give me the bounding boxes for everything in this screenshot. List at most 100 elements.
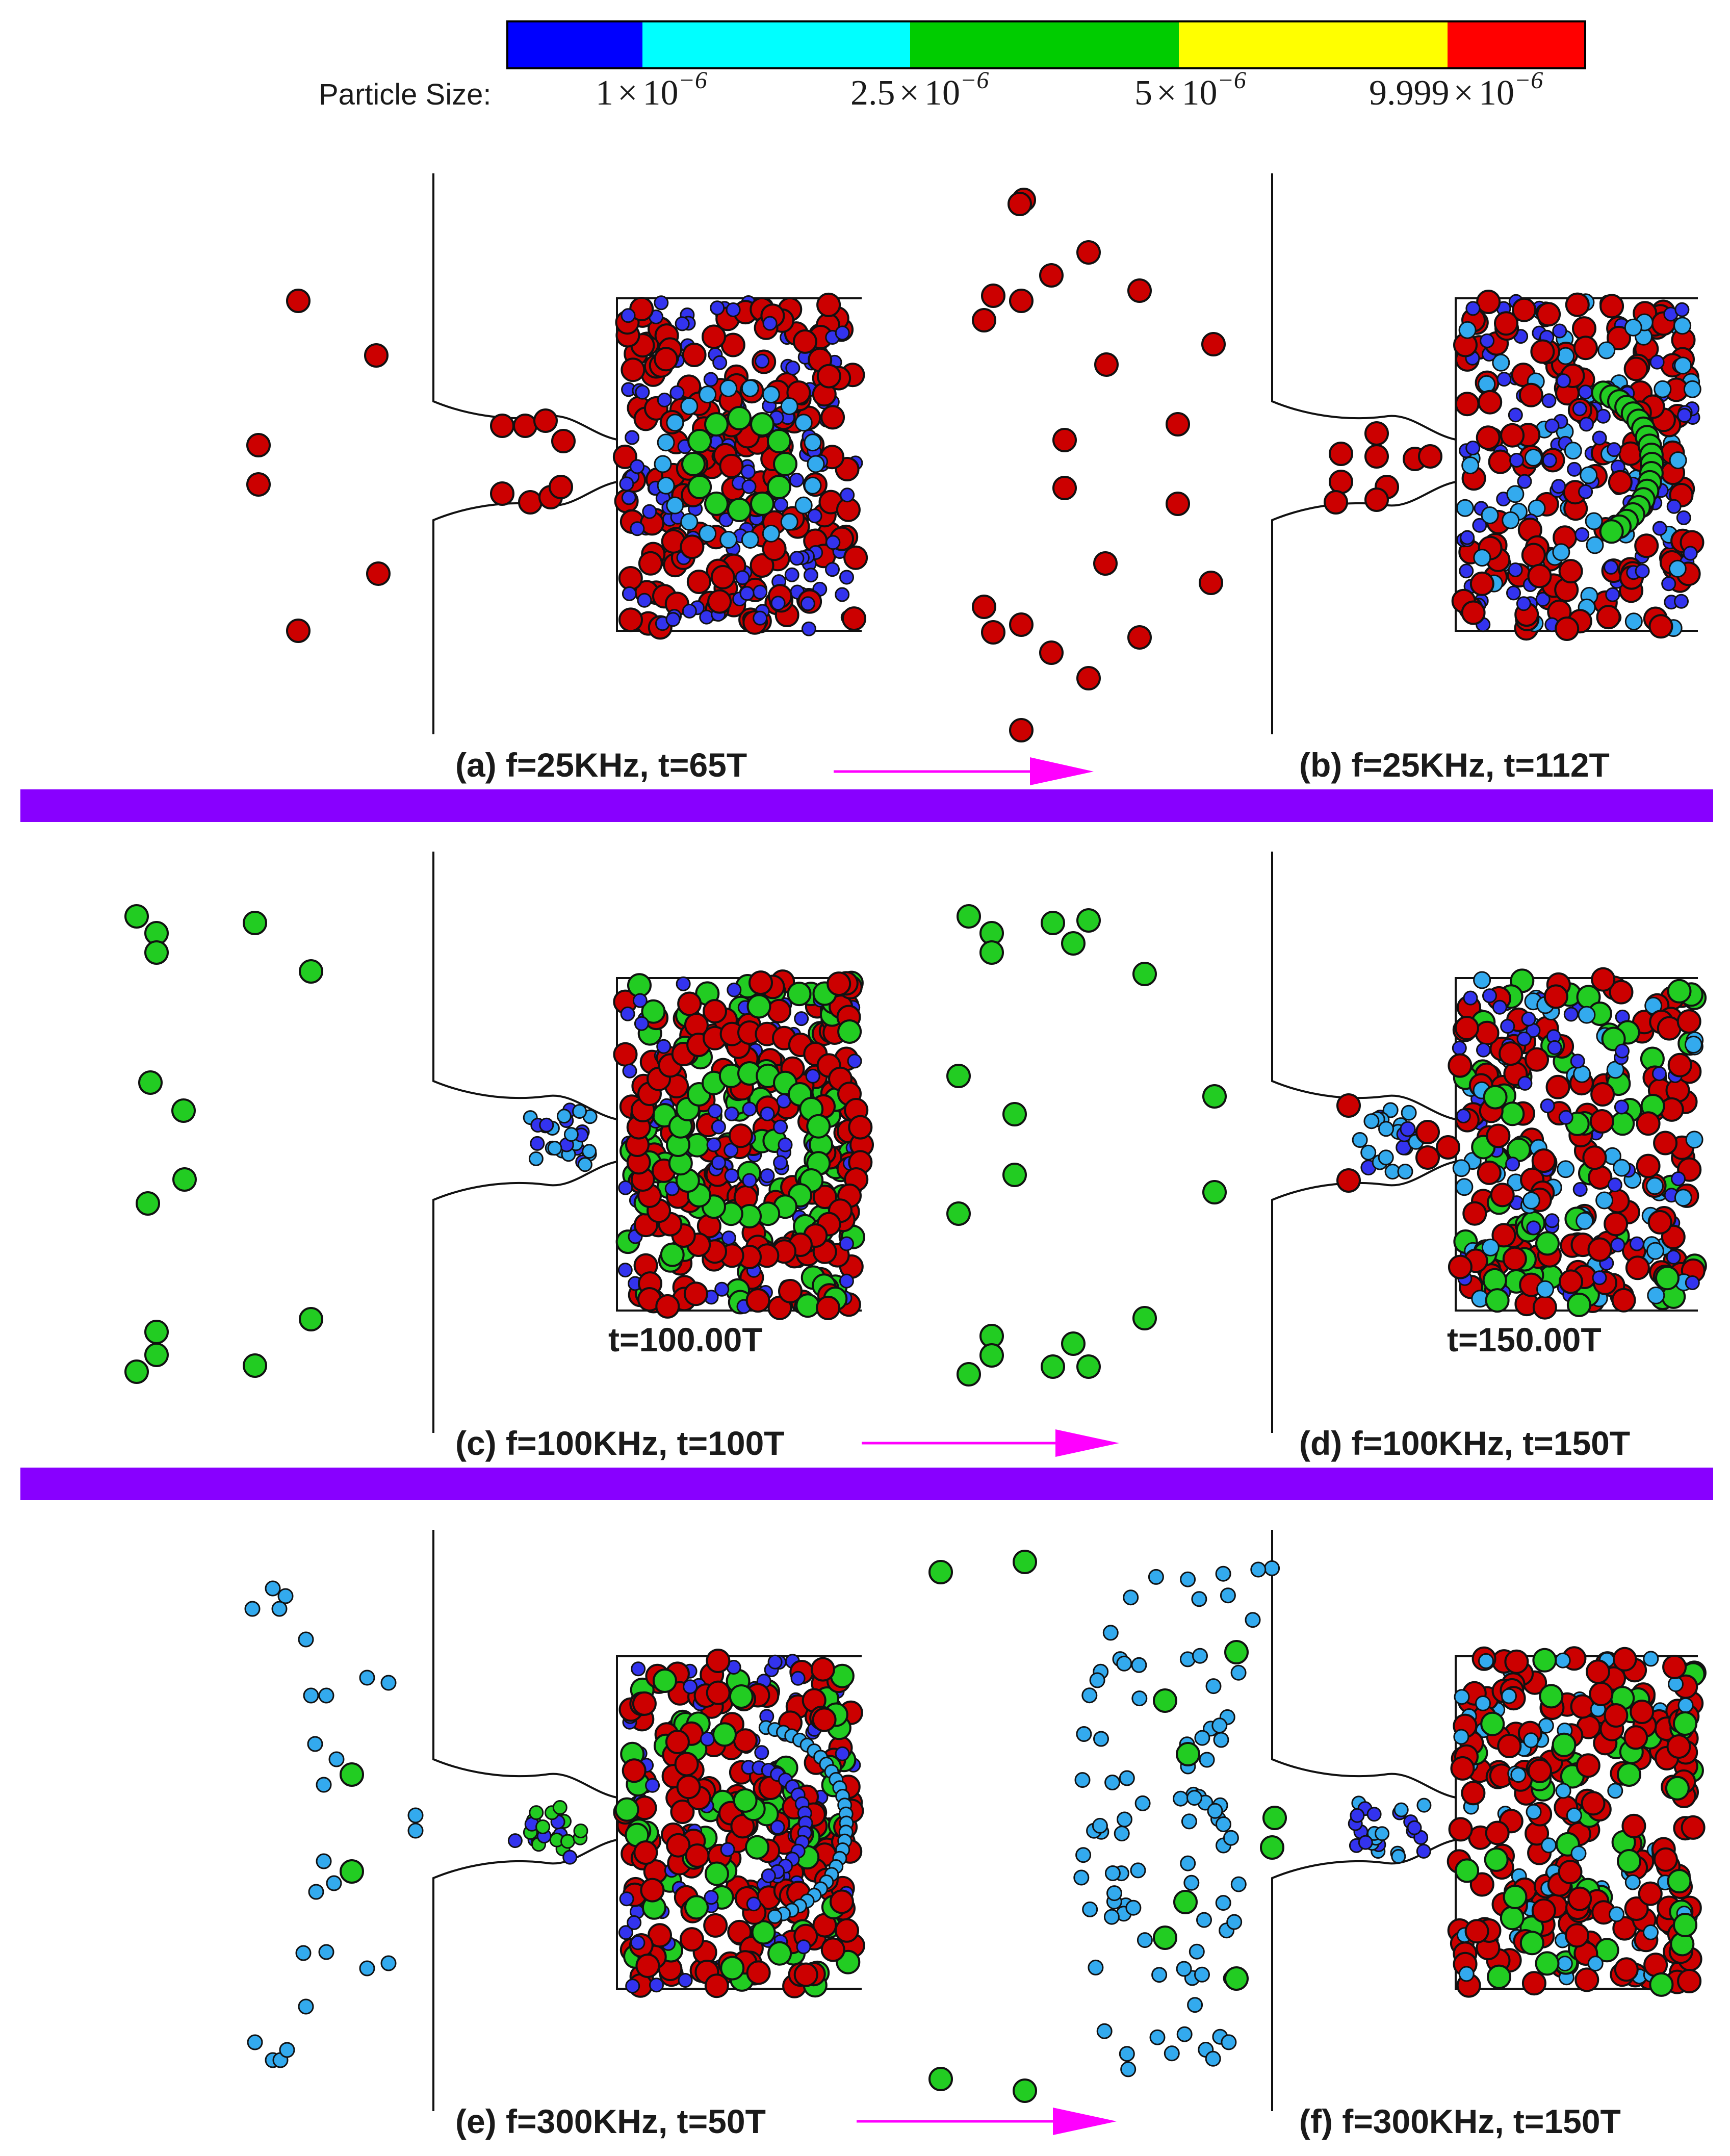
particle-neck-e <box>529 1805 544 1820</box>
particle-red <box>981 284 1005 308</box>
particle-chamber-f <box>1555 1652 1571 1669</box>
particle-chamber-d <box>1490 1183 1515 1208</box>
particle-cyan <box>1220 1587 1236 1604</box>
particle-cyan <box>1213 1732 1229 1748</box>
particle-cyan <box>1096 2023 1113 2039</box>
particle-chamber-a <box>840 487 855 503</box>
particle-cyan <box>1245 1612 1261 1628</box>
particle-chamber-a <box>618 607 643 632</box>
particle-green-ring <box>687 475 712 499</box>
particle-cyan-ring <box>767 1909 783 1924</box>
particle-chamber-a <box>816 292 841 317</box>
particle-cyan-ring <box>699 524 717 543</box>
particle-blue-ring <box>778 1137 793 1152</box>
particle-red <box>972 308 996 332</box>
particle-green-ring <box>750 412 774 437</box>
particle-cyan <box>1192 1648 1208 1664</box>
particle-chamber-e <box>704 1890 719 1905</box>
particle-cyan <box>295 1945 312 1961</box>
particle-cyan <box>380 1675 397 1691</box>
particle-chamber-a <box>719 453 744 478</box>
particle-chamber-a <box>839 570 854 585</box>
particle-chamber-f <box>1523 1732 1539 1749</box>
particle-red <box>981 620 1005 645</box>
particle-chamber-a <box>665 612 681 627</box>
particle-red <box>1039 263 1064 288</box>
particle-chamber-c <box>676 976 691 991</box>
particle-chamber-e <box>700 1731 715 1747</box>
particle-cyan <box>1215 1565 1231 1582</box>
particle-chamber-b <box>1518 382 1543 407</box>
particle-red-ring <box>848 1115 873 1140</box>
particle-chamber-d <box>1475 1020 1500 1045</box>
particle-chamber-f <box>1539 1684 1564 1709</box>
particle-green <box>946 1064 971 1088</box>
particle-chamber-b <box>1502 511 1520 529</box>
particle-blue-ring <box>742 1173 757 1188</box>
particle-neck-d <box>1382 1102 1399 1118</box>
particle-cyan <box>1081 1687 1098 1704</box>
particle-red <box>490 481 514 506</box>
particle-chamber-a <box>741 479 757 494</box>
row1-panel2-lower-wall <box>1271 481 1456 734</box>
particle-chamber-d <box>1589 1109 1614 1134</box>
particle-chamber-d <box>1526 1220 1541 1236</box>
particle-cyan <box>1180 1855 1196 1871</box>
particle-green <box>299 1307 323 1331</box>
particle-chamber-c <box>641 999 666 1024</box>
particle-cyan <box>1226 1914 1243 1930</box>
particle-chamber-a <box>842 606 866 631</box>
particle-chamber-b <box>1623 356 1648 381</box>
particle-chamber-c <box>613 1042 638 1067</box>
particle-cyan <box>1186 1790 1202 1806</box>
particle-blue-ring <box>760 1106 775 1121</box>
particle-cyan <box>1194 1966 1210 1983</box>
particle-chamber-d <box>1613 1159 1631 1177</box>
particle-chamber-c <box>656 1039 672 1054</box>
particle-chamber-b <box>1458 321 1477 339</box>
particle-chamber-f <box>1535 1951 1560 1976</box>
particle-chamber-b <box>1649 354 1665 370</box>
particle-chamber-e <box>810 1657 835 1682</box>
particle-chamber-e <box>796 1939 811 1955</box>
particle-green <box>1176 1742 1200 1766</box>
particle-chamber-e <box>633 1840 658 1865</box>
particle-chamber-e <box>645 1778 660 1793</box>
row3-panel2-upper-wall <box>1271 1530 1456 1799</box>
particle-red <box>1199 571 1223 595</box>
particle-chamber-d <box>1452 1040 1467 1056</box>
particle-chamber-e <box>684 1895 709 1920</box>
particle-chamber-d <box>1578 1006 1596 1024</box>
particle-chamber-f <box>1504 1649 1529 1674</box>
particle-chamber-e <box>676 1775 701 1800</box>
particle-chamber-d <box>1516 1031 1532 1046</box>
particle-chamber-d <box>1685 1131 1703 1149</box>
particle-cyan <box>407 1823 424 1839</box>
particle-green <box>144 1343 169 1367</box>
particle-chamber-e <box>670 1800 695 1824</box>
particle-green <box>144 1320 169 1344</box>
particle-chamber-d <box>1522 1191 1540 1210</box>
particle-chamber-f <box>1450 1756 1475 1781</box>
particle-blue-ring <box>706 1137 721 1152</box>
particle-chamber-a <box>682 343 707 367</box>
particle-green <box>1673 1913 1697 1937</box>
particle-chamber-f <box>1643 1924 1659 1940</box>
particle-chamber-b <box>1556 373 1571 389</box>
particle-cyan <box>1215 1895 1231 1911</box>
particle-chamber-e <box>746 1960 771 1985</box>
particle-red <box>1127 625 1152 650</box>
particle-green <box>1173 1890 1198 1914</box>
particle-chamber-c <box>812 1185 837 1210</box>
particle-chamber-f <box>1621 1813 1646 1838</box>
particle-chamber-b <box>1677 408 1692 423</box>
particle-chamber-d <box>1485 1288 1510 1313</box>
particle-chamber-a <box>680 534 705 559</box>
particle-chamber-b <box>1455 392 1480 417</box>
particle-chamber-b <box>1607 442 1622 457</box>
particle-cyan-ring <box>794 414 813 432</box>
particle-chamber-f <box>1677 1969 1702 1993</box>
particle-cyan-ring <box>804 476 822 495</box>
particle-cyan <box>1194 1730 1210 1746</box>
particle-chamber-b <box>1674 356 1692 375</box>
